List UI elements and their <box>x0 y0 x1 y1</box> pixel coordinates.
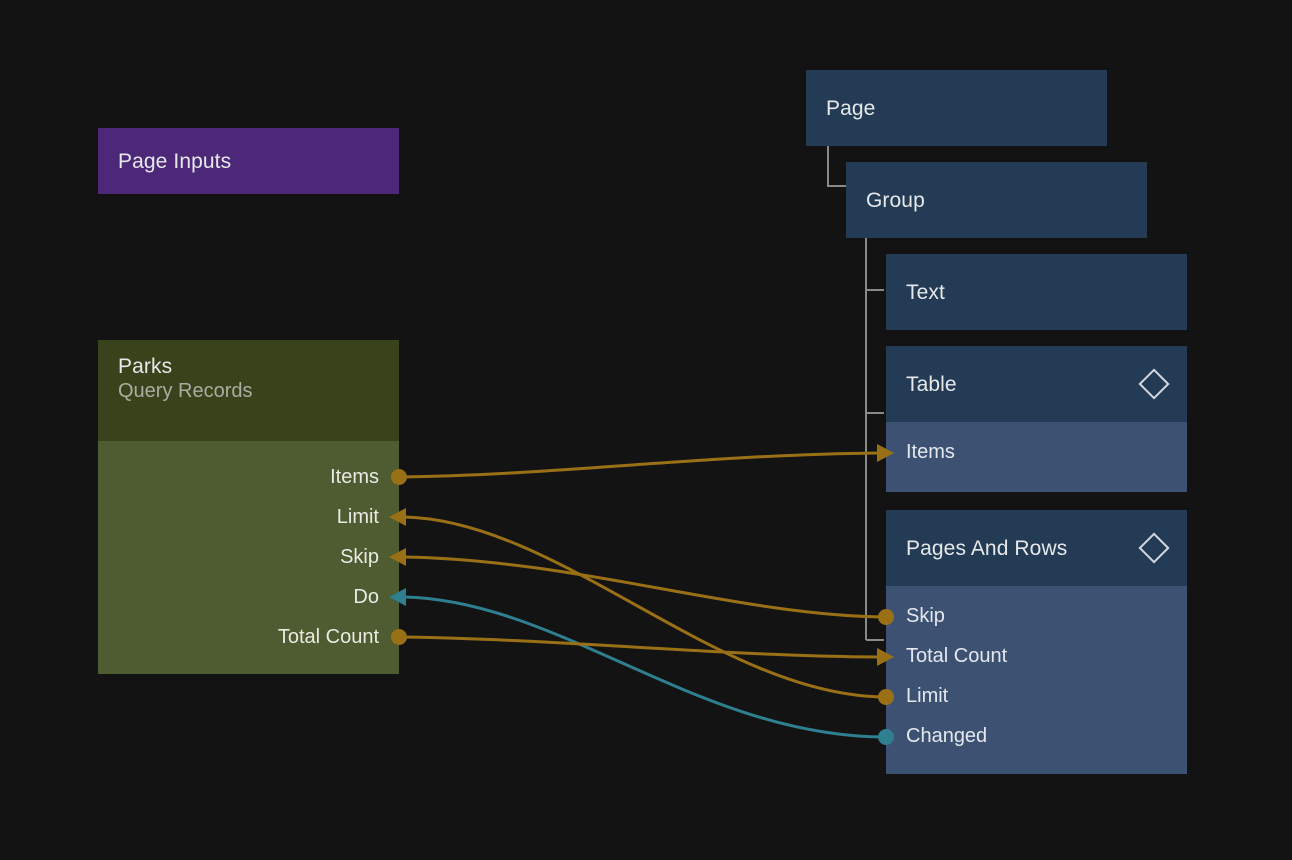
node-page-title: Page <box>826 96 875 121</box>
port-table-items[interactable]: Items <box>886 432 1187 472</box>
node-text-header[interactable]: Text <box>886 254 1187 330</box>
port-pagesandrows-changed[interactable]: Changed <box>886 716 1187 756</box>
node-group-header[interactable]: Group <box>846 162 1147 238</box>
edge-pagesandrows-changed-to-parks-do <box>404 597 886 737</box>
diamond-icon[interactable] <box>1138 368 1169 399</box>
node-pages-and-rows-body: Skip Total Count Limit Changed <box>886 586 1187 774</box>
port-parks-total-count[interactable]: Total Count <box>98 617 399 657</box>
node-table-body: Items <box>886 422 1187 492</box>
port-label-parks-skip: Skip <box>340 545 379 569</box>
port-parks-limit[interactable]: Limit <box>98 497 399 537</box>
port-parks-items[interactable]: Items <box>98 457 399 497</box>
node-text[interactable]: Text <box>886 254 1187 330</box>
tree-line-page-group <box>828 143 846 186</box>
node-page-inputs-title: Page Inputs <box>118 149 231 174</box>
port-label-pagesandrows-total-count: Total Count <box>906 644 1007 668</box>
port-parks-do[interactable]: Do <box>98 577 399 617</box>
port-label-parks-do: Do <box>353 585 379 609</box>
node-table-header[interactable]: Table <box>886 346 1187 422</box>
edge-pagesandrows-limit-to-parks-limit <box>404 517 886 697</box>
node-table-title: Table <box>906 372 957 397</box>
node-page-inputs-header[interactable]: Page Inputs <box>98 128 399 194</box>
node-page-inputs[interactable]: Page Inputs <box>98 128 399 194</box>
port-label-parks-total-count: Total Count <box>278 625 379 649</box>
node-page[interactable]: Page <box>806 70 1107 146</box>
node-parks-header[interactable]: Parks Query Records <box>98 340 399 441</box>
port-pagesandrows-total-count[interactable]: Total Count <box>886 636 1187 676</box>
port-label-table-items: Items <box>906 440 955 464</box>
edge-parks-totalcount-to-pagesandrows-totalcount <box>400 637 878 657</box>
edge-parks-items-to-table-items <box>400 453 878 477</box>
node-pages-and-rows[interactable]: Pages And Rows Skip Total Count Limit Ch… <box>886 510 1187 774</box>
port-pagesandrows-skip[interactable]: Skip <box>886 596 1187 636</box>
node-parks-body: Items Limit Skip Do Total Count <box>98 441 399 674</box>
node-text-title: Text <box>906 280 945 305</box>
diamond-icon[interactable] <box>1138 532 1169 563</box>
port-parks-skip[interactable]: Skip <box>98 537 399 577</box>
node-group[interactable]: Group <box>846 162 1147 238</box>
node-pages-and-rows-title: Pages And Rows <box>906 536 1067 561</box>
node-group-title: Group <box>866 188 925 213</box>
node-pages-and-rows-header[interactable]: Pages And Rows <box>886 510 1187 586</box>
port-pagesandrows-limit[interactable]: Limit <box>886 676 1187 716</box>
node-page-header[interactable]: Page <box>806 70 1107 146</box>
port-label-pagesandrows-changed: Changed <box>906 724 987 748</box>
port-label-pagesandrows-limit: Limit <box>906 684 948 708</box>
port-label-parks-limit: Limit <box>337 505 379 529</box>
port-label-parks-items: Items <box>330 465 379 489</box>
node-parks-subtitle: Query Records <box>118 379 253 404</box>
edge-pagesandrows-skip-to-parks-skip <box>404 557 886 617</box>
port-label-pagesandrows-skip: Skip <box>906 604 945 628</box>
node-parks[interactable]: Parks Query Records Items Limit Skip Do … <box>98 340 399 674</box>
node-table[interactable]: Table Items <box>886 346 1187 492</box>
node-parks-title: Parks <box>118 354 172 379</box>
